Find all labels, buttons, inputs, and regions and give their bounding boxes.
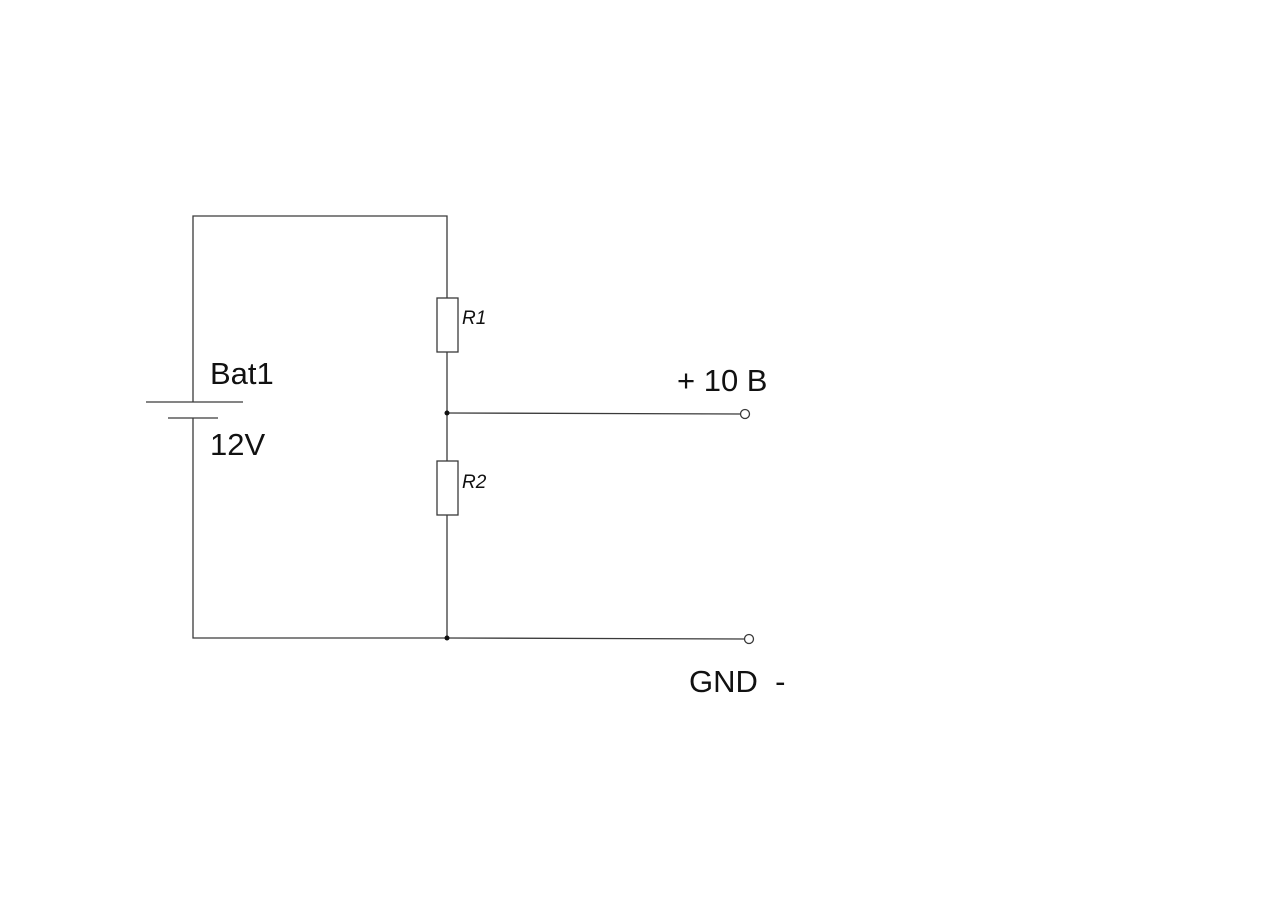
wire-top: [192, 215, 448, 370]
resistor-r2-label: R2: [462, 472, 487, 493]
resistor-r1-body: [436, 297, 459, 353]
battery-voltage-label: 12V: [210, 427, 265, 462]
junction-gnd: [444, 635, 450, 641]
gnd-terminal[interactable]: [743, 633, 755, 645]
gnd-terminal-label: GND -: [689, 664, 785, 699]
wire-gnd: [446, 637, 746, 640]
resistor-r2-body: [436, 460, 459, 516]
output-terminal[interactable]: [739, 408, 751, 420]
output-terminal-label: + 10 B: [677, 363, 768, 398]
wire-left-bottom: [192, 418, 447, 639]
wire-output: [446, 412, 742, 415]
resistor-r1-label: R1: [462, 308, 486, 329]
battery-name-label: Bat1: [210, 356, 274, 391]
junction-output: [444, 410, 450, 416]
